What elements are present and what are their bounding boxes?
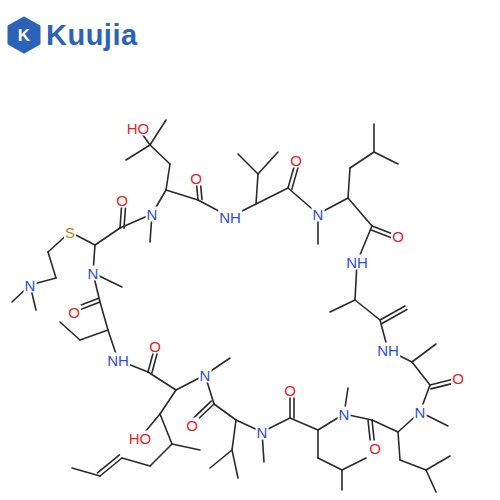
bond-line — [290, 418, 318, 430]
atom-label: NH — [345, 255, 369, 270]
atom-label: N — [146, 207, 159, 222]
bond-line — [97, 455, 119, 473]
bond-line — [348, 198, 372, 226]
atom-label: O — [148, 339, 162, 354]
atom-label: NH — [106, 353, 130, 368]
logo-wordmark: Kuujia — [45, 20, 139, 50]
bond-line — [232, 450, 238, 478]
bond-line — [80, 330, 108, 340]
bond-line — [348, 168, 350, 198]
bond-line — [95, 228, 120, 245]
atom-label: N — [87, 266, 100, 281]
bond-line — [172, 444, 200, 450]
bond-line — [372, 420, 398, 432]
bond-line — [100, 302, 108, 330]
atom-label: O — [185, 418, 199, 433]
bond-line — [122, 458, 150, 466]
atom-label: N — [338, 407, 351, 422]
bond-line — [426, 470, 436, 492]
bond-line — [210, 450, 232, 468]
atom-label: O — [67, 305, 81, 320]
bond-line — [342, 458, 366, 470]
bond-line — [238, 154, 258, 174]
bond-line — [341, 470, 343, 490]
bond-line — [398, 432, 400, 460]
atom-label: HO — [126, 121, 151, 136]
atom-label: O — [368, 441, 382, 456]
bond-line — [400, 460, 426, 470]
atom-label: N — [24, 278, 37, 293]
atom-label: O — [289, 153, 303, 168]
atom-label: N — [414, 405, 427, 420]
atom-label: O — [283, 383, 297, 398]
bond-line — [232, 420, 236, 450]
bond-line — [60, 322, 80, 340]
bond-line — [330, 300, 355, 312]
bond-line — [318, 458, 342, 470]
atom-label: O — [189, 171, 203, 186]
bond-line — [100, 458, 122, 476]
atom-label: NH — [218, 210, 242, 225]
bond-line — [382, 309, 407, 323]
bond-line — [72, 468, 100, 476]
bond-line — [126, 145, 150, 160]
bond-line — [150, 145, 170, 164]
bond-line — [160, 414, 172, 444]
bond-line — [166, 190, 198, 200]
bond-line — [426, 456, 450, 470]
bond-line — [148, 372, 176, 390]
bond-line — [258, 152, 278, 174]
bond-line — [150, 444, 172, 466]
bond-line — [256, 174, 258, 204]
bond-line — [48, 252, 56, 278]
bond-line — [373, 124, 375, 152]
bond-line — [374, 152, 398, 164]
atom-label: HO — [128, 431, 153, 446]
atom-label: N — [312, 207, 325, 222]
logo-letter: K — [17, 28, 31, 43]
atom-label: O — [115, 193, 129, 208]
bond-line — [256, 188, 288, 204]
bond-line — [412, 344, 436, 362]
atom-label: O — [391, 229, 405, 244]
atom-label: N — [199, 368, 212, 383]
bond-line — [166, 164, 170, 190]
bond-line — [160, 390, 176, 414]
atom-label: NH — [376, 343, 400, 358]
bond-line — [150, 120, 166, 145]
atom-label: O — [451, 371, 465, 386]
bond-line — [317, 430, 319, 458]
bond-line — [355, 300, 380, 320]
bond-line — [350, 152, 374, 168]
bond-line — [214, 404, 236, 420]
atom-label: N — [256, 425, 269, 440]
atom-label: S — [64, 225, 76, 240]
bond-line — [412, 362, 430, 385]
